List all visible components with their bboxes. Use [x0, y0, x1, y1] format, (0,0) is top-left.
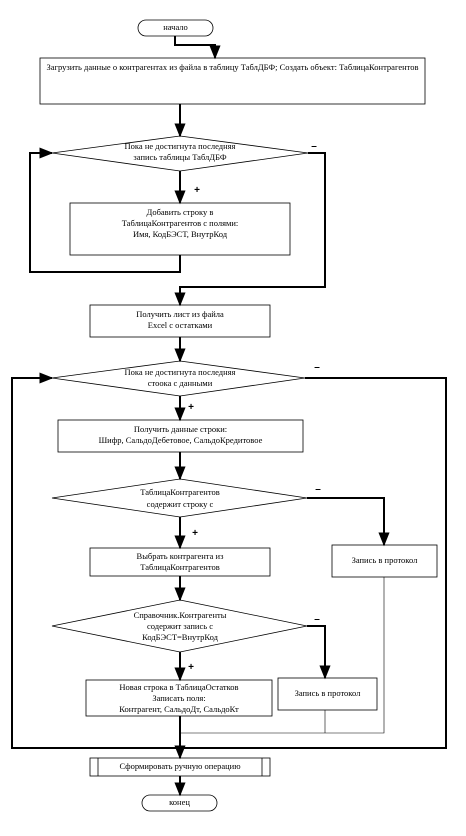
ref-condition-line3: КодБЭСТ=ВнутрКод [142, 632, 218, 642]
row-data-line2: Шифр, СальдоДебетовое, СальдоКредитовое [98, 435, 263, 445]
connector-loop2-exit [174, 377, 447, 760]
add-row-line2: ТаблицаКонтрагентов с полями: [121, 218, 239, 228]
loop1-yes-sign: + [194, 185, 200, 196]
get-sheet-line1: Получить лист из файла [136, 309, 224, 319]
new-row-line3: Контрагент, СальдоДт, СальдоКт [119, 704, 239, 714]
connector-start-load [174, 36, 221, 60]
row-data-box [57, 419, 304, 453]
load-data-label: Загрузить данные о контрагентах из файла… [46, 62, 419, 72]
select-contractor-line2: ТаблицаКонтрагентов [140, 562, 220, 572]
loop2-condition-line2: стоока с данными [147, 378, 213, 388]
add-row-line1: Добавить строку в [146, 207, 214, 217]
ref-condition-line1: Справочник.Контрагенты [133, 610, 227, 620]
new-row-line2: Записать поля: [152, 693, 206, 703]
ref-no-sign: – [314, 614, 320, 625]
ref-condition-line2: содержит запись с [146, 621, 214, 631]
connector-ref-no [307, 625, 331, 680]
form-operation-label: Сформировать ручную операцию [119, 761, 241, 771]
connector-loop1-exit [174, 152, 326, 307]
loop2-no-sign: – [314, 362, 320, 373]
return-log1 [180, 577, 385, 734]
add-row-line3: Имя, КодБЭСТ, ВнутрКод [132, 229, 228, 239]
load-data-box [39, 57, 426, 105]
log1-label: Запись в протокол [351, 555, 418, 565]
loop2-condition-line1: Пока не достигнута последняя [124, 367, 236, 377]
connector-loop1-back [29, 147, 181, 273]
log2-label: Запись в протокол [294, 688, 361, 698]
select-contractor-line1: Выбрать контрагента из [136, 551, 224, 561]
new-row-box [85, 679, 273, 717]
log1-box [331, 544, 438, 578]
get-sheet-line2: Excel с остатками [147, 320, 213, 330]
connector-loop2-back [11, 372, 181, 749]
new-row-line1: Новая строка в ТаблицаОстатков [119, 682, 239, 692]
start-label: начало [163, 22, 188, 32]
contains-condition-line2: содержит строку с [146, 499, 214, 509]
connector-contains-no [307, 497, 390, 547]
end-label: конец [169, 797, 190, 807]
loop1-condition-line2: запись таблицы ТаблДБФ [133, 152, 227, 162]
contains-yes-sign: + [192, 528, 198, 539]
contains-condition-line1: ТаблицаКонтрагентов [140, 487, 220, 497]
ref-yes-sign: + [188, 662, 194, 673]
loop1-condition-line1: Пока не достигнута последняя [124, 141, 236, 151]
contains-condition-diamond [51, 478, 308, 518]
loop1-no-sign: – [311, 141, 317, 152]
contains-no-sign: – [315, 484, 321, 495]
loop2-yes-sign: + [188, 402, 194, 413]
row-data-line1: Получить данные строки: [133, 424, 228, 434]
